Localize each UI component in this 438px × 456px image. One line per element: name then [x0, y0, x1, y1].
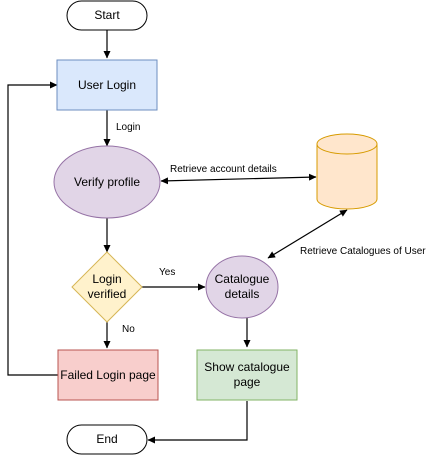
user-login-box	[56, 59, 158, 111]
login-verified-label: Login verified	[87, 272, 127, 301]
catalogue-details-ellipse	[205, 255, 279, 319]
edge-label-retrieve-catalogues: Retrieve Catalogues of User	[300, 246, 426, 257]
show-catalogue-box	[196, 349, 298, 401]
end-label: End	[96, 432, 118, 446]
failed-login-label: Failed Login page	[60, 367, 156, 382]
user-login-label: User Login	[77, 77, 137, 92]
edges-layer	[7, 30, 348, 444]
edge-label-yes: Yes	[159, 267, 176, 278]
edge-catalogue-to-db	[267, 209, 348, 259]
edge-label-retrieve-account: Retrieve account details	[170, 164, 277, 175]
database-body	[316, 144, 378, 210]
verify-profile-ellipse	[53, 145, 161, 219]
edge-failed-to-login	[7, 81, 58, 376]
database-top	[316, 133, 378, 155]
login-verified-decision	[71, 251, 143, 323]
database-cylinder	[316, 133, 378, 210]
edge-label-login: Login	[116, 122, 141, 133]
end-terminator	[66, 424, 148, 455]
edge-verify-to-db	[160, 173, 317, 185]
verify-profile-label: Verify profile	[73, 174, 141, 189]
show-catalogue-label: Show catalogue page	[204, 360, 290, 389]
nodes-layer	[53, 0, 378, 455]
catalogue-details-label: Catalogue details	[214, 272, 270, 301]
failed-login-box	[57, 349, 159, 401]
start-terminator	[66, 0, 148, 31]
edge-show-to-end	[147, 401, 248, 444]
edge-label-no: No	[122, 324, 135, 335]
start-label: Start	[94, 8, 120, 22]
